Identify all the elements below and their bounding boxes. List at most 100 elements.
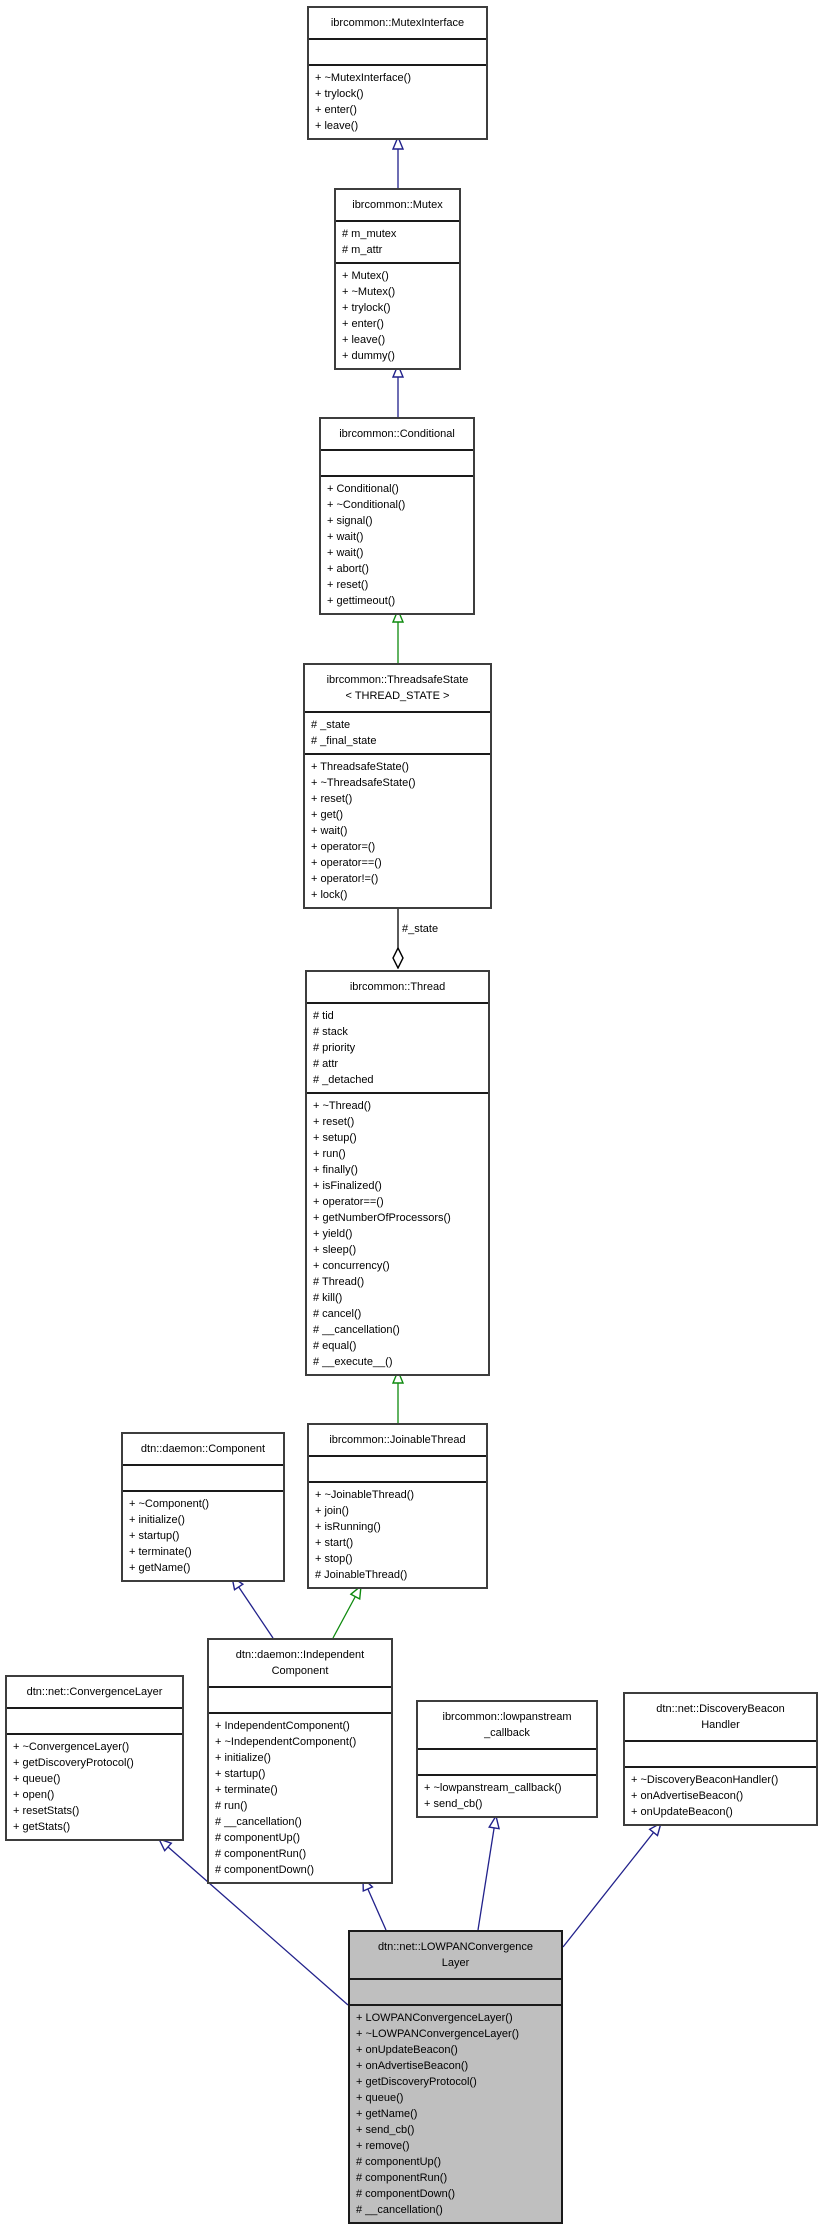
- member-text: + initialize(): [129, 1514, 185, 1526]
- member-text: + sleep(): [313, 1244, 357, 1256]
- class-methods: + IndependentComponent()+ ~IndependentCo…: [209, 1714, 391, 1882]
- member-text: + enter(): [315, 104, 357, 116]
- class-joinable-thread[interactable]: ibrcommon::JoinableThread + ~JoinableThr…: [307, 1423, 488, 1589]
- member-text: + reset(): [327, 579, 369, 591]
- member-text: + lock(): [311, 889, 348, 901]
- member-text: + onAdvertiseBeacon(): [356, 2060, 469, 2072]
- member-text: + getDiscoveryProtocol(): [13, 1757, 134, 1769]
- class-attributes: # _state# _final_state: [305, 713, 490, 755]
- class-thread[interactable]: ibrcommon::Thread # tid# stack# priority…: [305, 970, 490, 1376]
- member-text: # JoinableThread(): [315, 1569, 408, 1581]
- class-methods: + Conditional() + ~Conditional() + signal(…: [321, 477, 473, 613]
- class-component[interactable]: dtn::daemon::Component + ~Component()+ i…: [121, 1432, 285, 1582]
- class-title: dtn::net::ConvergenceLayer: [7, 1677, 182, 1709]
- member-text: + resetStats(): [13, 1805, 80, 1817]
- member-text: # componentRun(): [215, 1848, 307, 1860]
- class-methods: + Mutex()+ ~Mutex()+ trylock()+ enter()+…: [336, 264, 459, 368]
- class-conditional[interactable]: ibrcommon::Conditional + Conditional()+ …: [319, 417, 475, 615]
- class-methods: + ~Thread()+ reset()+ setup()+ run()+ fi…: [307, 1094, 488, 1374]
- class-methods: + ~JoinableThread()+ join()+ isRunning()…: [309, 1483, 486, 1587]
- member-text: Component: [271, 1665, 329, 1677]
- member-text: + terminate(): [215, 1784, 278, 1796]
- member-text: + ~Mutex(): [342, 286, 396, 298]
- member-text: + LOWPANConvergenceLayer(): [356, 2012, 513, 2024]
- member-text: + wait(): [327, 531, 364, 543]
- member-text: # kill(): [313, 1292, 343, 1304]
- class-title: ibrcommon::Mutex: [336, 190, 459, 222]
- class-attributes: [309, 40, 486, 66]
- class-mutex[interactable]: ibrcommon::Mutex # m_mutex# m_attr + Mut…: [334, 188, 461, 370]
- class-threadsafe-state[interactable]: ibrcommon::ThreadsafeState< THREAD_STATE…: [303, 663, 492, 909]
- member-text: + trylock(): [315, 88, 364, 100]
- member-text: # Thread(): [313, 1276, 365, 1288]
- member-text: + remove(): [356, 2140, 410, 2152]
- member-text: ibrcommon::JoinableThread: [329, 1434, 466, 1446]
- edge-lowpan-to-convergencelayer: [159, 1839, 349, 2006]
- member-text: + getStats(): [13, 1821, 71, 1833]
- member-text: + onAdvertiseBeacon(): [631, 1790, 744, 1802]
- class-methods: + ~MutexInterface()+ trylock()+ enter()+…: [309, 66, 486, 138]
- member-text: + Conditional(): [327, 483, 399, 495]
- class-title: ibrcommon::Thread: [307, 972, 488, 1004]
- member-text: # attr: [313, 1058, 339, 1070]
- member-text: + open(): [13, 1789, 55, 1801]
- class-title: ibrcommon::MutexInterface: [309, 8, 486, 40]
- member-text: + join(): [315, 1505, 349, 1517]
- edge-independentcomponent-to-joinablethread: [332, 1586, 361, 1639]
- member-text: + run(): [313, 1148, 346, 1160]
- member-text: + queue(): [13, 1773, 61, 1785]
- class-attributes: [209, 1688, 391, 1714]
- member-text: + startup(): [215, 1768, 266, 1780]
- class-mutex-interface[interactable]: ibrcommon::MutexInterface + ~MutexInterf…: [307, 6, 488, 140]
- member-text: + send_cb(): [424, 1798, 483, 1810]
- member-text: + ~ConvergenceLayer(): [13, 1741, 130, 1753]
- member-text: ibrcommon::Thread: [349, 981, 446, 993]
- member-text: dtn::daemon::Independent: [235, 1649, 365, 1661]
- class-attributes: [418, 1750, 596, 1776]
- class-title: ibrcommon::lowpanstream_callback: [418, 1702, 596, 1750]
- edge-independentcomponent-to-component: [232, 1577, 274, 1639]
- member-text: + ~Conditional(): [327, 499, 406, 511]
- member-text: ibrcommon::MutexInterface: [330, 17, 465, 29]
- class-convergence-layer[interactable]: dtn::net::ConvergenceLayer + ~Convergenc…: [5, 1675, 184, 1841]
- member-text: + reset(): [311, 793, 353, 805]
- member-text: # __execute__(): [313, 1356, 393, 1368]
- member-text: + signal(): [327, 515, 373, 527]
- member-text: + onUpdateBeacon(): [631, 1806, 733, 1818]
- member-text: + getDiscoveryProtocol(): [356, 2076, 477, 2088]
- class-attributes: [625, 1742, 816, 1768]
- member-text: + operator!=(): [311, 873, 379, 885]
- member-text: + ~JoinableThread(): [315, 1489, 415, 1501]
- member-text: Layer: [441, 1957, 470, 1969]
- member-text: ibrcommon::Conditional: [339, 428, 455, 440]
- member-text: # componentUp(): [215, 1832, 300, 1844]
- member-text: + abort(): [327, 563, 369, 575]
- member-text: + get(): [311, 809, 344, 821]
- member-text: # componentUp(): [356, 2156, 441, 2168]
- member-text: ibrcommon::Mutex: [352, 199, 443, 211]
- member-text: _callback: [484, 1727, 530, 1739]
- member-text: + wait(): [327, 547, 364, 559]
- member-text: # run(): [215, 1800, 248, 1812]
- member-text: dtn::daemon::Component: [140, 1443, 266, 1455]
- member-text: dtn::net::LOWPANConvergence: [377, 1941, 534, 1953]
- member-text: + ~LOWPANConvergenceLayer(): [356, 2028, 520, 2040]
- member-text: + finally(): [313, 1164, 358, 1176]
- member-text: + enter(): [342, 318, 384, 330]
- class-attributes: [309, 1457, 486, 1483]
- member-text: + dummy(): [342, 350, 395, 362]
- member-text: + operator==(): [313, 1196, 384, 1208]
- member-text: dtn::net::DiscoveryBeacon: [656, 1703, 785, 1715]
- class-lowpanstream-callback[interactable]: ibrcommon::lowpanstream_callback + ~lowp…: [416, 1700, 598, 1818]
- edge-lowpan-to-discoverybeaconhandler: [562, 1823, 661, 1948]
- member-text: < THREAD_STATE >: [345, 690, 450, 702]
- member-text: + ~ThreadsafeState(): [311, 777, 416, 789]
- member-text: + ThreadsafeState(): [311, 761, 409, 773]
